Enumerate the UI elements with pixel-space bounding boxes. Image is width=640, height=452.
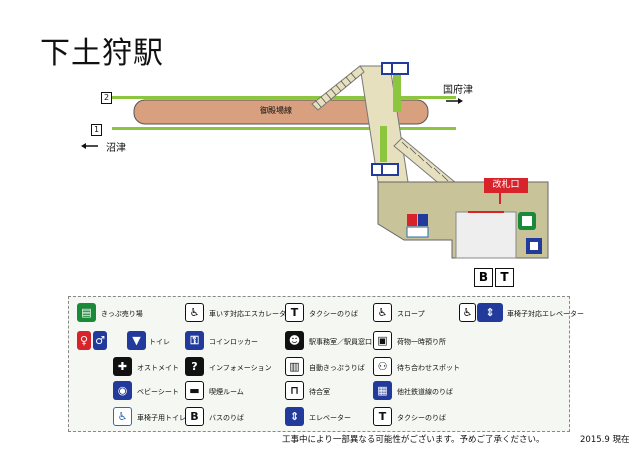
- ticket-machine-icon-map: [526, 238, 542, 254]
- legend-label: 自動きっぷうりば: [309, 364, 365, 372]
- line-name: 御殿場線: [260, 106, 292, 115]
- elevator-shaft-upper: [393, 72, 401, 112]
- taxi-icon: T: [285, 303, 304, 322]
- ticket-machine-icon: ▥: [285, 357, 304, 376]
- legend-label: 車椅子対応エレベーター: [507, 310, 584, 318]
- ticket-vending-icon-map: [518, 212, 536, 230]
- legend-label: コインロッカー: [209, 338, 258, 346]
- coin-locker-icon: ⚿: [185, 331, 204, 350]
- bus-icon: B: [185, 407, 204, 426]
- elevator-icon: ⇕: [285, 407, 304, 426]
- legend-label: 待ち合わせスポット: [397, 364, 460, 372]
- legend-label: 待合室: [309, 388, 330, 396]
- footer-date: 2015.9 現在: [580, 435, 630, 445]
- toilet-icon-male: ♂: [93, 331, 107, 350]
- smoking-room-icon: ▬: [185, 381, 204, 400]
- wheelchair-toilet-icon: ♿: [113, 407, 132, 426]
- baby-seat-icon: ◉: [113, 381, 132, 400]
- gate-area: [455, 211, 517, 259]
- legend-label: 他社鉄道線のりば: [397, 388, 453, 396]
- toilet-icon-map: [406, 214, 429, 238]
- arrow-down-direction: [81, 143, 98, 149]
- legend-label: タクシーのりば: [309, 310, 358, 318]
- bus-stop-mark: B: [474, 268, 493, 287]
- legend-label: ベビーシート: [137, 388, 179, 396]
- track-number-1: 1: [91, 124, 102, 136]
- other-railway-icon: ▦: [373, 381, 392, 400]
- legend-label: トイレ: [149, 338, 170, 346]
- footer-note: 工事中により一部異なる可能性がございます。予めご了承ください。: [282, 435, 545, 445]
- elevator-icon-upper: [381, 62, 409, 75]
- ticket-gate-label: 改札口: [484, 178, 528, 193]
- toilet-icon-extra: ▼: [127, 331, 146, 350]
- elevator-icon-lower: [371, 163, 399, 176]
- waiting-room-icon: ⊓: [285, 381, 304, 400]
- taxi-icon: T: [373, 407, 392, 426]
- legend-label: オストメイト: [137, 364, 179, 372]
- wheelchair-escalator-icon: ♿: [185, 303, 204, 322]
- platform: [133, 99, 429, 125]
- toilet-icon: ♀: [77, 331, 91, 350]
- legend-label: エレベーター: [309, 414, 351, 422]
- legend-label: 荷物一時預り所: [397, 338, 446, 346]
- legend-label: 車いす対応エスカレーター: [209, 310, 293, 318]
- meeting-spot-icon: ⚇: [373, 357, 392, 376]
- station-title: 下土狩駅: [40, 36, 164, 71]
- wheelchair-elevator-icon: ♿: [459, 303, 476, 322]
- baggage-icon: ▣: [373, 331, 392, 350]
- legend: ▤ きっぷ売り場 ♀ ♂ ▼ トイレ ✚ オストメイト ◉ ベビーシート ♿ 車…: [68, 296, 584, 432]
- elevator-shaft-lower: [380, 126, 387, 162]
- legend-label: バスのりば: [209, 414, 244, 422]
- station-office-icon: ☻: [285, 331, 304, 350]
- direction-up: 国府津: [443, 85, 473, 96]
- track-number-2: 2: [101, 92, 112, 104]
- wheelchair-elevator-icon-people: ⇕: [477, 303, 503, 322]
- taxi-stand-mark: T: [495, 268, 514, 287]
- legend-label: スロープ: [397, 310, 425, 318]
- legend-label: 喫煙ルーム: [209, 388, 244, 396]
- direction-down: 沼津: [106, 143, 126, 154]
- ticket-vending-icon: ▤: [77, 303, 96, 322]
- upper-staircase: [311, 65, 365, 111]
- station-map: [81, 62, 549, 259]
- legend-label: 駅事務室／駅員窓口: [309, 338, 372, 346]
- arrow-up-direction: [446, 98, 463, 104]
- track-2-line: [112, 96, 456, 99]
- legend-label: きっぷ売り場: [101, 310, 143, 318]
- slope-icon: ♿: [373, 303, 392, 322]
- ostomate-icon: ✚: [113, 357, 132, 376]
- legend-label: タクシーのりば: [397, 414, 446, 422]
- legend-label: 車椅子用トイレ: [137, 414, 186, 422]
- information-icon: ?: [185, 357, 204, 376]
- track-1-line: [112, 127, 456, 130]
- legend-label: インフォメーション: [209, 364, 272, 372]
